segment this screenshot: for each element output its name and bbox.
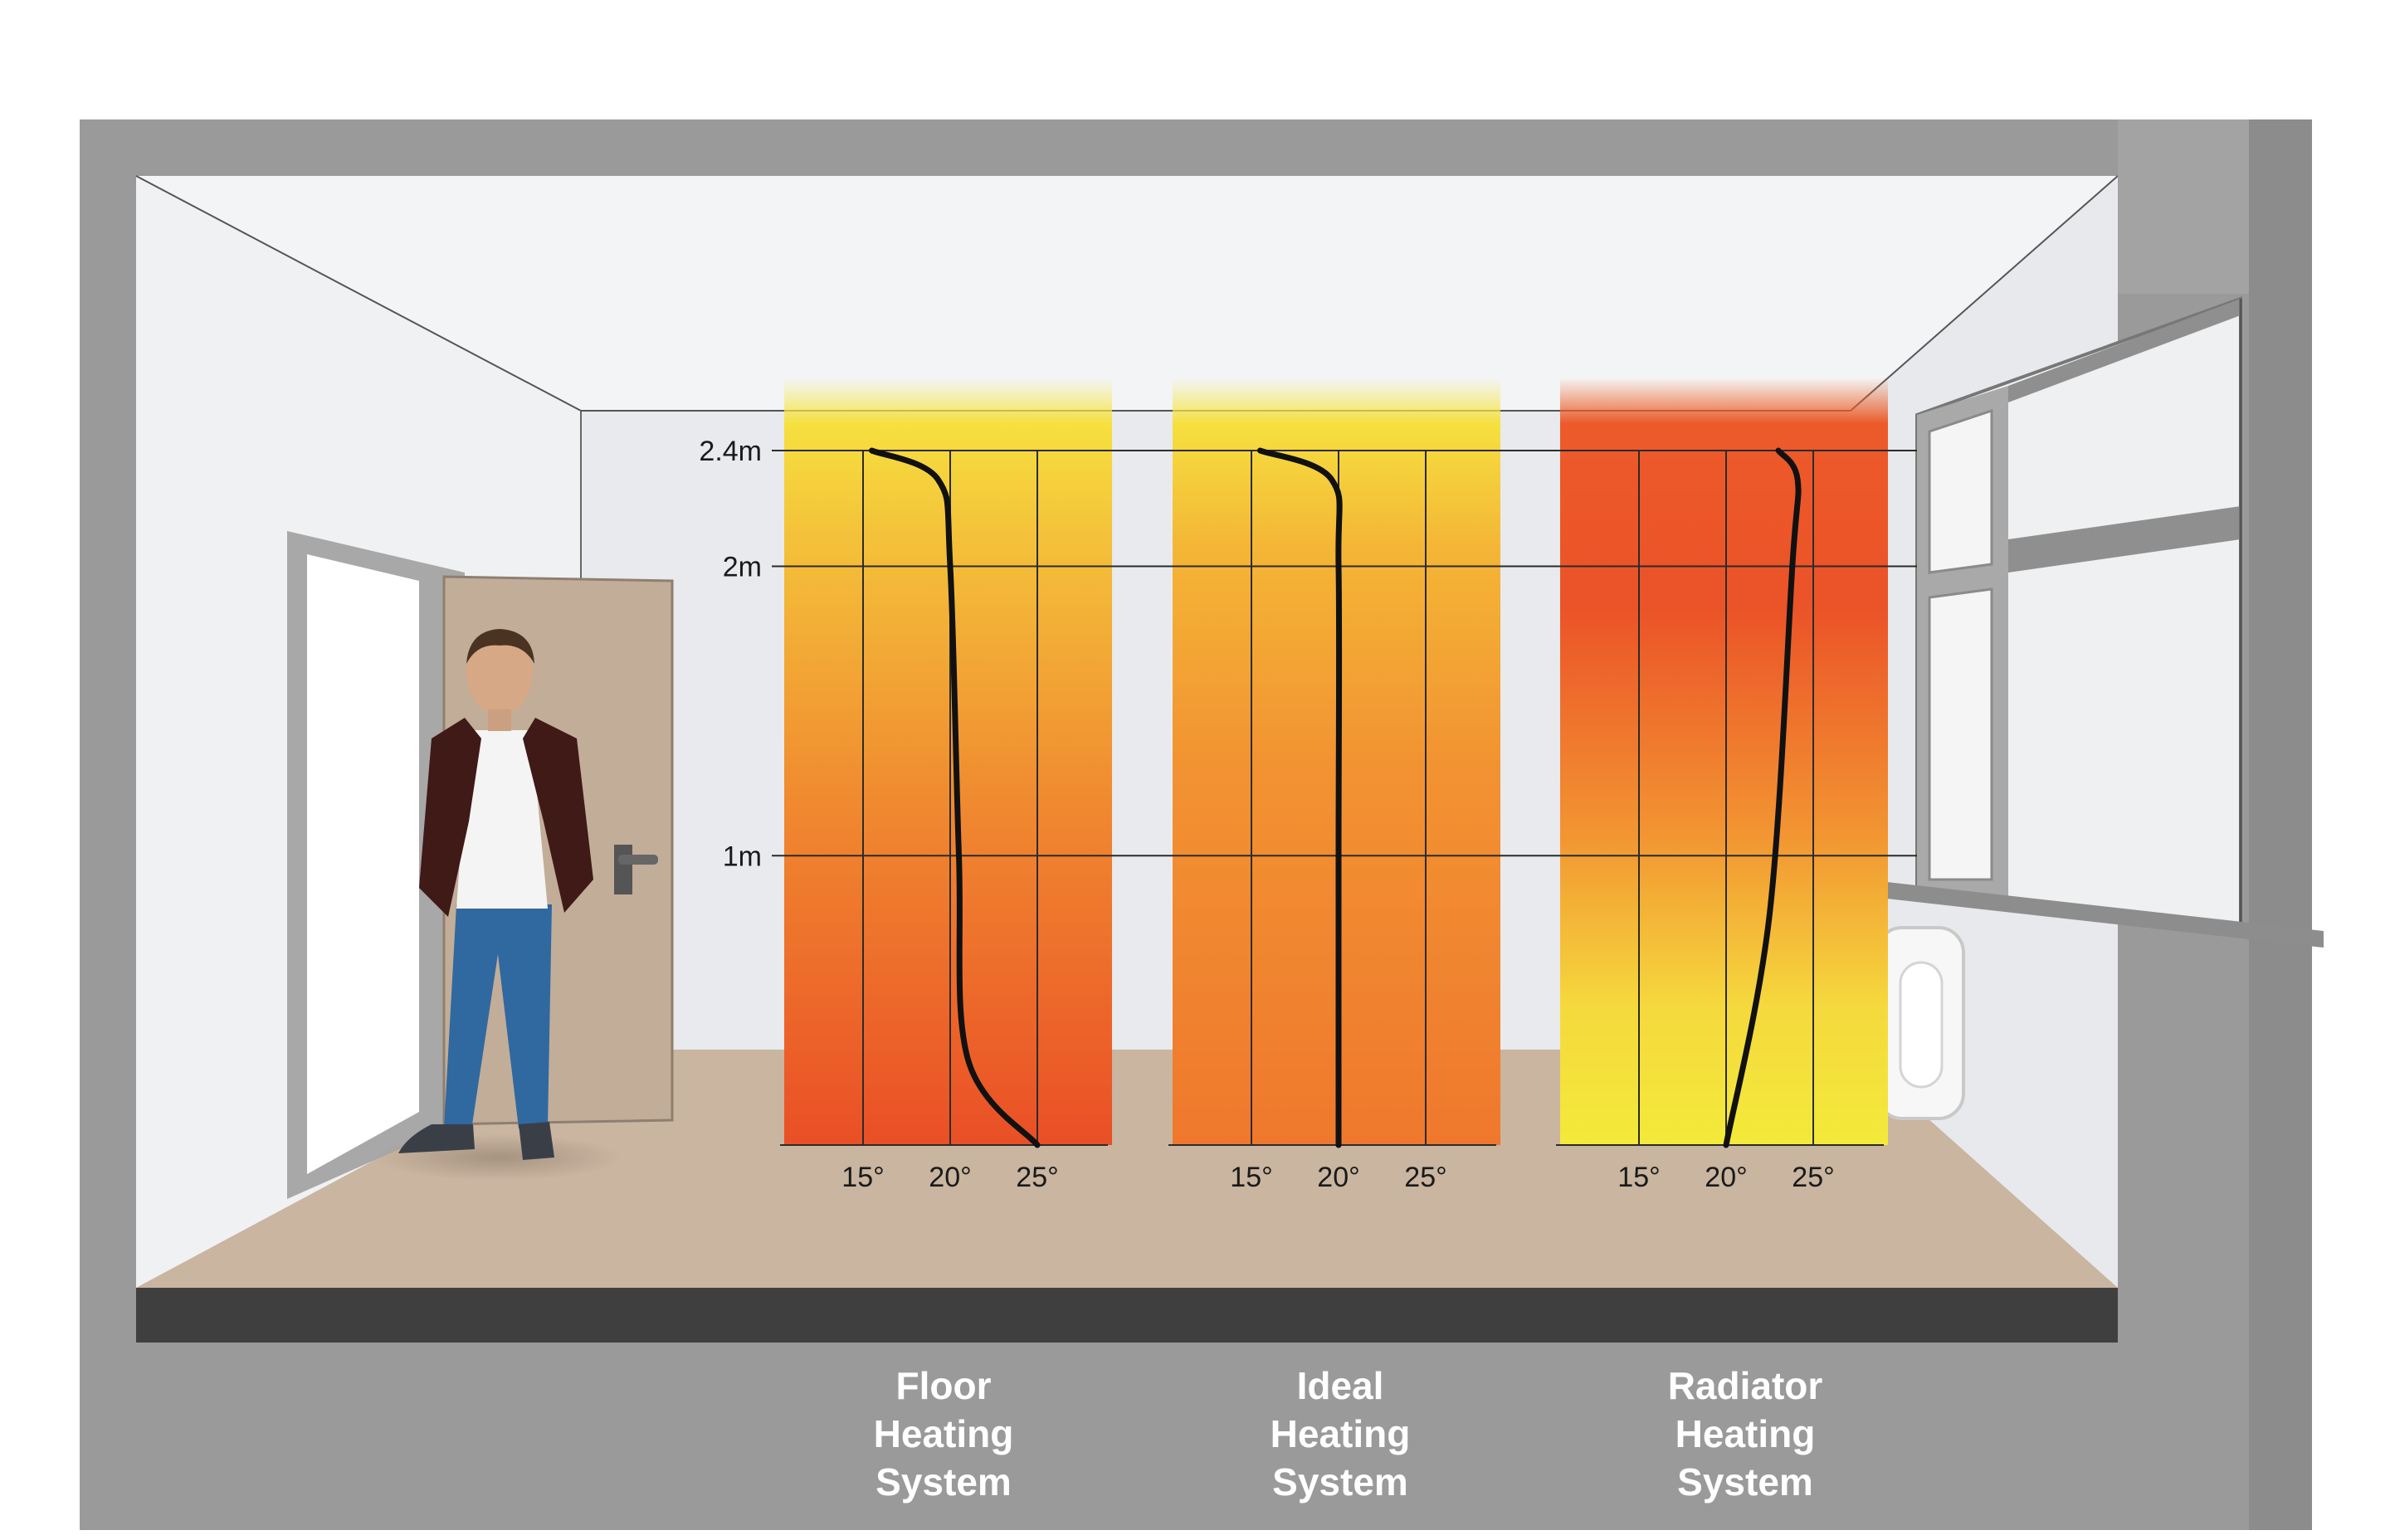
right-wall-edge [2249, 119, 2312, 1530]
system-label-radiator: Heating [1675, 1412, 1816, 1455]
curve-radiator [1723, 447, 1802, 1148]
panel-floor [784, 378, 1112, 1145]
temperature-tick-label: 20° [929, 1162, 971, 1193]
panel-radiator [1560, 378, 1888, 1145]
window-sill [1880, 881, 2324, 948]
system-label-floor: Floor [896, 1364, 992, 1407]
labels: 2.4m 2m 1m 15° 20° 25° 15° 20° 25° 15° 20° 25° Floor… [699, 436, 1834, 1503]
window [1880, 296, 2324, 948]
temperature-tick-label: 20° [1705, 1162, 1747, 1193]
person [373, 629, 622, 1181]
ceiling-edge-left [135, 175, 582, 412]
temperature-tick-label: 25° [1016, 1162, 1058, 1193]
temperature-curves [869, 447, 1802, 1148]
system-label-radiator: System [1677, 1460, 1813, 1503]
system-label-floor: System [876, 1460, 1012, 1503]
temperature-tick-label: 25° [1404, 1162, 1446, 1193]
ceiling-block [2118, 119, 2249, 294]
system-label-ideal: Heating [1271, 1412, 1411, 1455]
floor-slab [136, 1288, 2118, 1343]
height-label: 2m [723, 552, 762, 583]
ceiling [136, 176, 2118, 411]
curve-floor [869, 447, 1041, 1148]
ceiling-edge-right [1850, 175, 2119, 412]
temperature-tick-label: 15° [1617, 1162, 1660, 1193]
temperature-tick-label: 15° [1230, 1162, 1272, 1193]
curve-ideal [1257, 447, 1343, 1148]
system-label-floor: Heating [874, 1412, 1014, 1455]
temperature-tick-label: 25° [1792, 1162, 1834, 1193]
height-label: 2.4m [699, 436, 762, 467]
temperature-tick-label: 15° [841, 1162, 884, 1193]
height-label: 1m [723, 841, 762, 872]
system-label-radiator: Radiator [1668, 1364, 1823, 1407]
system-label-ideal: System [1272, 1460, 1408, 1503]
system-label-ideal: Ideal [1297, 1364, 1384, 1407]
temperature-tick-label: 20° [1317, 1162, 1359, 1193]
door-lock [614, 845, 632, 894]
radiator [1875, 926, 1965, 1120]
door-handle [618, 855, 658, 865]
